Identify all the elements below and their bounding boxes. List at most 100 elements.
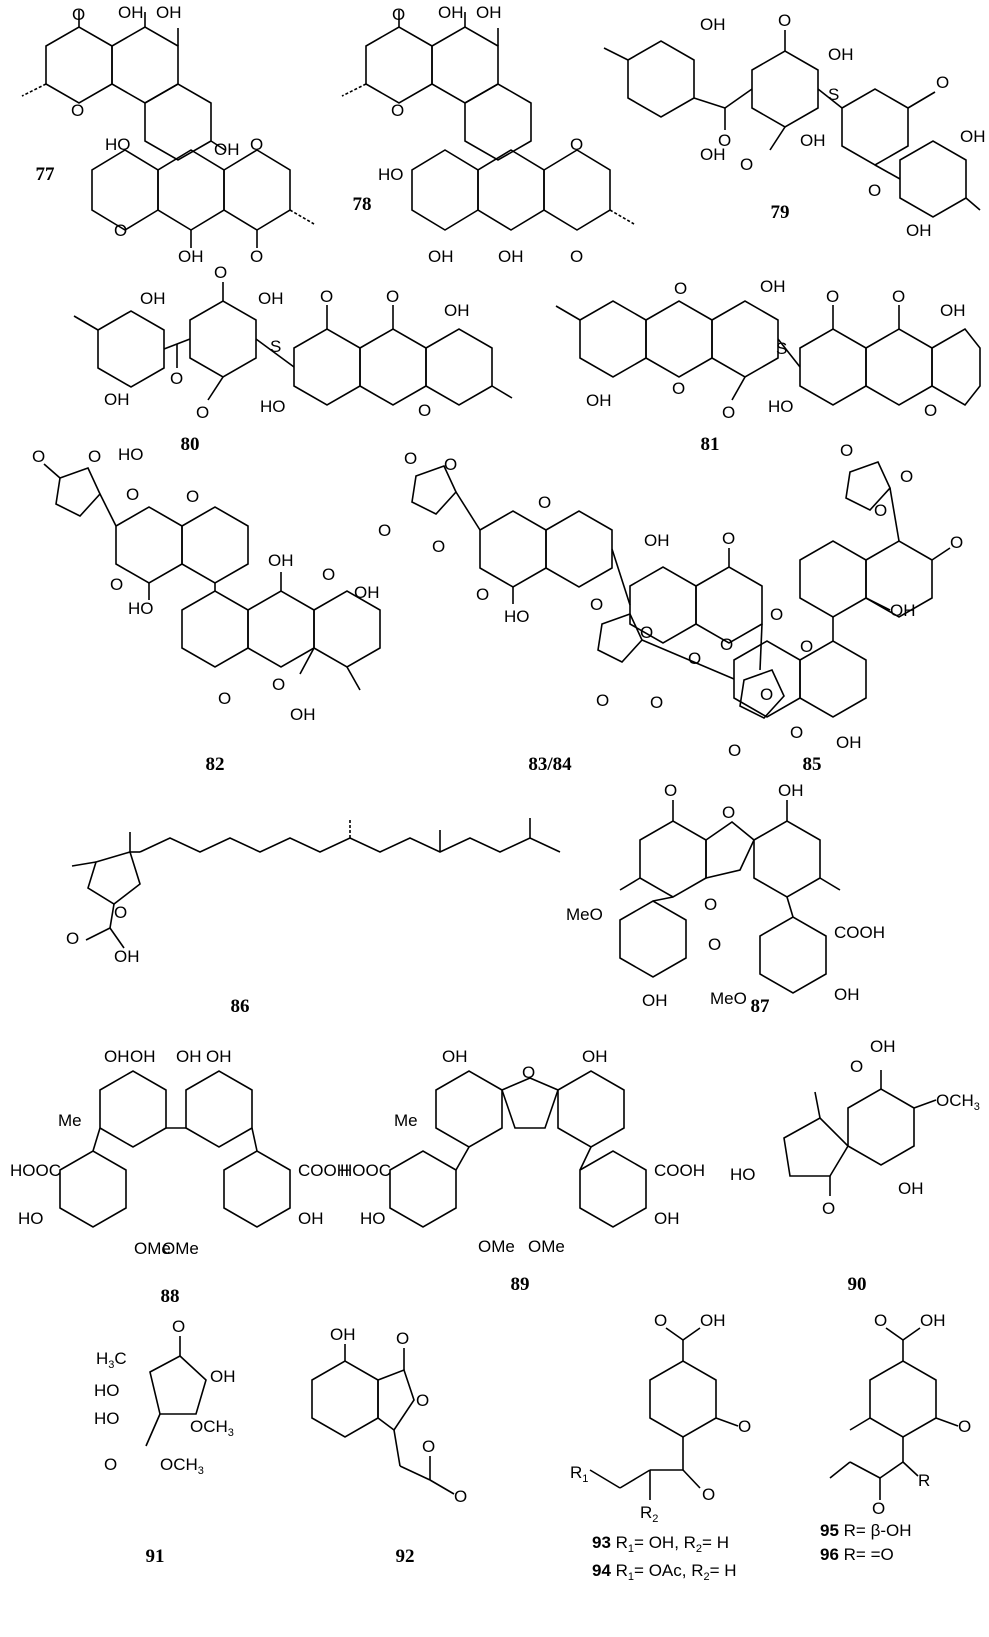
atom-och3: OCH3 (190, 1417, 234, 1439)
atom-o: O (770, 605, 783, 624)
compound-91: O H3C OH HO HO OCH3 O OCH3 91 (94, 1317, 236, 1567)
atom-o: O (570, 247, 583, 266)
atom-s: S (270, 337, 281, 356)
atom-ome: OMe (134, 1239, 171, 1258)
atom-o: O (570, 135, 583, 154)
compound-label-90: 90 (848, 1274, 867, 1295)
subscript-2: 2 (696, 1543, 702, 1555)
atom-o: O (126, 485, 139, 504)
atom-h3c: H3C (96, 1349, 127, 1371)
compound-label-81: 81 (701, 434, 720, 455)
atom-oh: OH (836, 733, 862, 752)
compound-88: OH OH OH OH Me HOOC COOH HO OH OMe OMe 8… (10, 1047, 349, 1307)
atom-o: O (720, 635, 733, 654)
subscript-1: 1 (628, 1571, 634, 1583)
compound-83-84: O O O O O O HO OH O O O O O O 83/84 (378, 449, 813, 775)
atom-cooh: COOH (298, 1161, 349, 1180)
atom-o: O (320, 287, 333, 306)
atom-o: O (250, 247, 263, 266)
atom-o: O (114, 221, 127, 240)
atom-oh: OH (870, 1037, 896, 1056)
atom-o: O (672, 379, 685, 398)
atom-o: O (71, 101, 84, 120)
atom-och3: OCH3 (160, 1455, 204, 1477)
subscript-2: 2 (703, 1571, 709, 1583)
compound-label-95: 95 (820, 1521, 839, 1540)
atom-oh: OH (290, 705, 316, 724)
atom-o: O (958, 1417, 971, 1436)
atom-oh: OH (760, 277, 786, 296)
note-93-r2-value: = H (702, 1533, 729, 1552)
atom-oh: OH (940, 301, 966, 320)
atom-ho: HO (94, 1409, 120, 1428)
compound-81: O OH OH O S O O O OH HO O 81 (555, 277, 981, 455)
atom-cooh: COOH (654, 1161, 705, 1180)
atom-s: S (776, 339, 787, 358)
atom-o: O (538, 493, 551, 512)
atom-o: O (88, 447, 101, 466)
atom-oh: OH (800, 131, 826, 150)
atom-ho: HO (118, 445, 144, 464)
atom-oh: OH (438, 3, 464, 22)
atom-oh: OH (206, 1047, 232, 1066)
atom-oh: OH (130, 1047, 156, 1066)
compound-label-91: 91 (146, 1546, 165, 1567)
atom-o: O (900, 467, 913, 486)
atom-o: O (654, 1311, 667, 1330)
atom-r: R (570, 1463, 582, 1482)
atom-ho: HO (378, 165, 404, 184)
subscript-3: 3 (228, 1427, 234, 1439)
atom-oh: OH (700, 1311, 726, 1330)
compound-label-77: 77 (36, 164, 56, 185)
atom-o: O (674, 279, 687, 298)
atom-oh: OH (118, 3, 144, 22)
atom-oh: OH (644, 531, 670, 550)
compound-label-78: 78 (353, 194, 372, 215)
subscript-3: 3 (198, 1465, 204, 1477)
atom-o: O (454, 1487, 467, 1506)
atom-o: O (640, 623, 653, 642)
compound-87: O O OH O O MeO COOH OH MeO OH 87 (566, 781, 885, 1017)
atom-oh: OH (444, 301, 470, 320)
atom-och: OCH (190, 1417, 228, 1436)
atom-meo: MeO (710, 989, 747, 1008)
atom-o: O (114, 903, 127, 922)
atom-oh: OH (210, 1367, 236, 1386)
atom-o: O (722, 403, 735, 422)
atom-oh: OH (214, 140, 240, 159)
atom-o: O (650, 693, 663, 712)
atom-oh: OH (258, 289, 284, 308)
atom-o: O (196, 403, 209, 422)
compound-77: OH OH OH O O HO O O OH O 77 (21, 3, 315, 266)
note-94-r1: R (611, 1561, 628, 1580)
atom-oh: OH (498, 247, 524, 266)
atom-r: R (918, 1471, 930, 1490)
atom-o: O (322, 565, 335, 584)
atom-ho: HO (768, 397, 794, 416)
compound-label-88: 88 (161, 1286, 180, 1307)
atom-oh: OH (140, 289, 166, 308)
atom-o: O (688, 649, 701, 668)
atom-o: O (874, 501, 887, 520)
atom-oh: OH (176, 1047, 202, 1066)
atom-oh: OH (642, 991, 668, 1010)
compound-label-92: 92 (396, 1546, 415, 1567)
atom-ome: OMe (478, 1237, 515, 1256)
atom-oh: OH (298, 1209, 324, 1228)
atom-oh: OH (898, 1179, 924, 1198)
atom-o: O (214, 263, 227, 282)
atom-o: O (392, 5, 405, 24)
compound-label-94: 94 (592, 1561, 611, 1580)
atom-o: O (32, 447, 45, 466)
compound-90: OH O OCH3 HO O OH 90 (730, 1037, 980, 1295)
atom-o: O (892, 287, 905, 306)
subscript-2: 2 (652, 1513, 658, 1525)
atom-o: O (72, 5, 85, 24)
atom-oh: OH (428, 247, 454, 266)
compound-95-96: O OH O O R 95 R= β-OH 96 R= =O (820, 1311, 971, 1564)
atom-oh: OH (890, 601, 916, 620)
atom-ho: HO (730, 1165, 756, 1184)
atom-o: O (522, 1063, 535, 1082)
atom-cooh: COOH (834, 923, 885, 942)
